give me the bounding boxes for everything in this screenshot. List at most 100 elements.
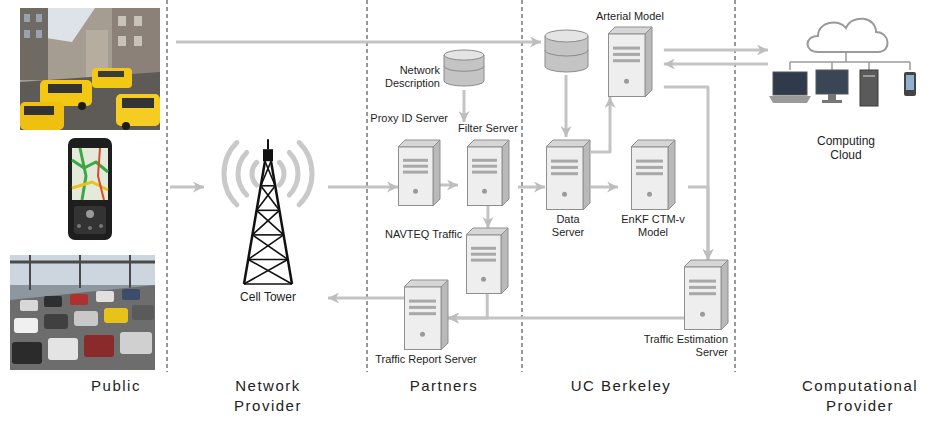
server-symbol	[398, 140, 440, 206]
server-symbol-part	[481, 277, 486, 282]
phone-photo-part	[72, 182, 108, 190]
cloud-symbol-part	[863, 75, 875, 77]
connector	[486, 206, 489, 228]
tower-symbol-part-part	[271, 161, 292, 284]
tower-symbol-part-part	[261, 186, 280, 211]
traffic-photo-part	[48, 338, 78, 360]
taxi-photo-part	[134, 16, 142, 26]
cloud-symbol-part	[808, 19, 888, 52]
column-dividers-part	[167, 0, 168, 372]
server-icon	[398, 140, 440, 206]
cloud-icon	[768, 12, 924, 116]
tower-symbol-part-part	[252, 235, 287, 260]
traffic-photo-part	[120, 332, 152, 354]
phone-photo-part	[72, 160, 108, 172]
cloud-symbol-part-part	[868, 62, 870, 70]
traffic-photo-part	[29, 255, 31, 290]
server-symbol-part	[441, 280, 448, 350]
data-store-icon	[545, 30, 588, 72]
tower-symbol-part-part	[244, 161, 265, 284]
server-symbol-part	[700, 312, 705, 317]
traffic-photo-part	[10, 255, 155, 370]
server-symbol-part	[647, 192, 652, 197]
tower-symbol-part	[299, 143, 312, 205]
node-label: Traffic Estimation Server	[628, 333, 728, 359]
store-feed-arrow	[565, 75, 568, 137]
server-icon	[608, 27, 652, 97]
taxi-photo-part	[24, 14, 30, 22]
cloud-symbol-part	[816, 70, 848, 94]
server-symbol	[546, 140, 590, 210]
label-block: Traffic Estimation Server	[628, 333, 728, 359]
taxi-photo-part	[92, 68, 132, 88]
server-symbol-part	[645, 27, 652, 97]
taxi-photo-part	[118, 16, 126, 26]
phone-photo-part	[68, 138, 112, 240]
taxi-photo-part	[20, 8, 48, 80]
traffic-photo-part	[44, 314, 68, 329]
label-block: Computing Cloud	[806, 134, 886, 162]
taxi-photo-part	[48, 84, 82, 93]
tower-symbol-part-part	[248, 259, 292, 284]
cloud-symbol	[768, 12, 924, 116]
server-symbol-part	[501, 228, 508, 294]
node-label: EnKF CTM-v Model	[618, 213, 688, 239]
server-symbol-part	[403, 165, 428, 168]
server-symbol-part	[608, 34, 645, 97]
tower-symbol-part-part	[244, 259, 288, 284]
column-heading: Computational Provider	[792, 376, 928, 416]
server-symbol-part	[399, 147, 434, 206]
phone-photo	[68, 138, 112, 240]
server-symbol-part	[471, 247, 496, 250]
tower-icon	[208, 130, 328, 286]
server-node: Cell Tower	[208, 130, 328, 304]
tower-symbol-part-part	[261, 161, 271, 186]
phone-photo-part	[88, 226, 92, 230]
server-symbol	[684, 260, 728, 330]
server-icon	[466, 228, 508, 294]
server-symbol	[467, 140, 509, 206]
tower-symbol-part	[224, 143, 237, 205]
phone-photo-part	[80, 148, 86, 200]
node-label: Arterial Model	[596, 10, 664, 23]
traffic-photo-part	[129, 255, 131, 288]
traffic-photo-part	[14, 318, 38, 333]
connector	[591, 97, 610, 152]
server-symbol-part	[482, 189, 487, 194]
db-symbol-part	[444, 50, 484, 60]
column-dividers	[167, 0, 735, 372]
tower-symbol-part	[244, 161, 292, 284]
traffic-photo-part	[10, 261, 155, 264]
server-symbol-part	[613, 59, 640, 62]
label-block: Proxy ID Server	[370, 112, 448, 125]
db-symbol	[444, 50, 484, 86]
column-heading: Partners	[369, 376, 519, 396]
server-symbol-part	[471, 253, 496, 256]
taxi-photo-part	[134, 36, 142, 46]
server-icon	[546, 140, 590, 210]
tower-symbol-part-part	[248, 235, 283, 260]
phone-photo-part	[86, 210, 94, 218]
traffic-photo-part	[79, 255, 81, 288]
server-symbol-part	[547, 147, 584, 210]
taxi-photo-part	[118, 36, 126, 46]
server-symbol-part	[721, 260, 728, 330]
server-symbol-part	[613, 53, 640, 56]
connector	[328, 297, 404, 300]
server-symbol-part	[403, 159, 428, 162]
label-block: Network Description	[372, 64, 440, 90]
taxi-photo-part	[20, 72, 160, 130]
tower-symbol-part-part	[252, 210, 279, 235]
node-label: NAVTEQ Traffic	[385, 228, 462, 241]
cloud-symbol-part	[773, 72, 807, 95]
data-store-icon-part	[545, 50, 588, 56]
server-symbol-part	[636, 166, 663, 169]
connector	[664, 87, 708, 260]
server-symbol-part	[636, 160, 663, 163]
tower-symbol-part-part	[257, 210, 280, 212]
server-symbol-part	[467, 147, 502, 206]
cloud-symbol-part-part	[831, 62, 833, 70]
server-symbol-part	[471, 259, 496, 262]
